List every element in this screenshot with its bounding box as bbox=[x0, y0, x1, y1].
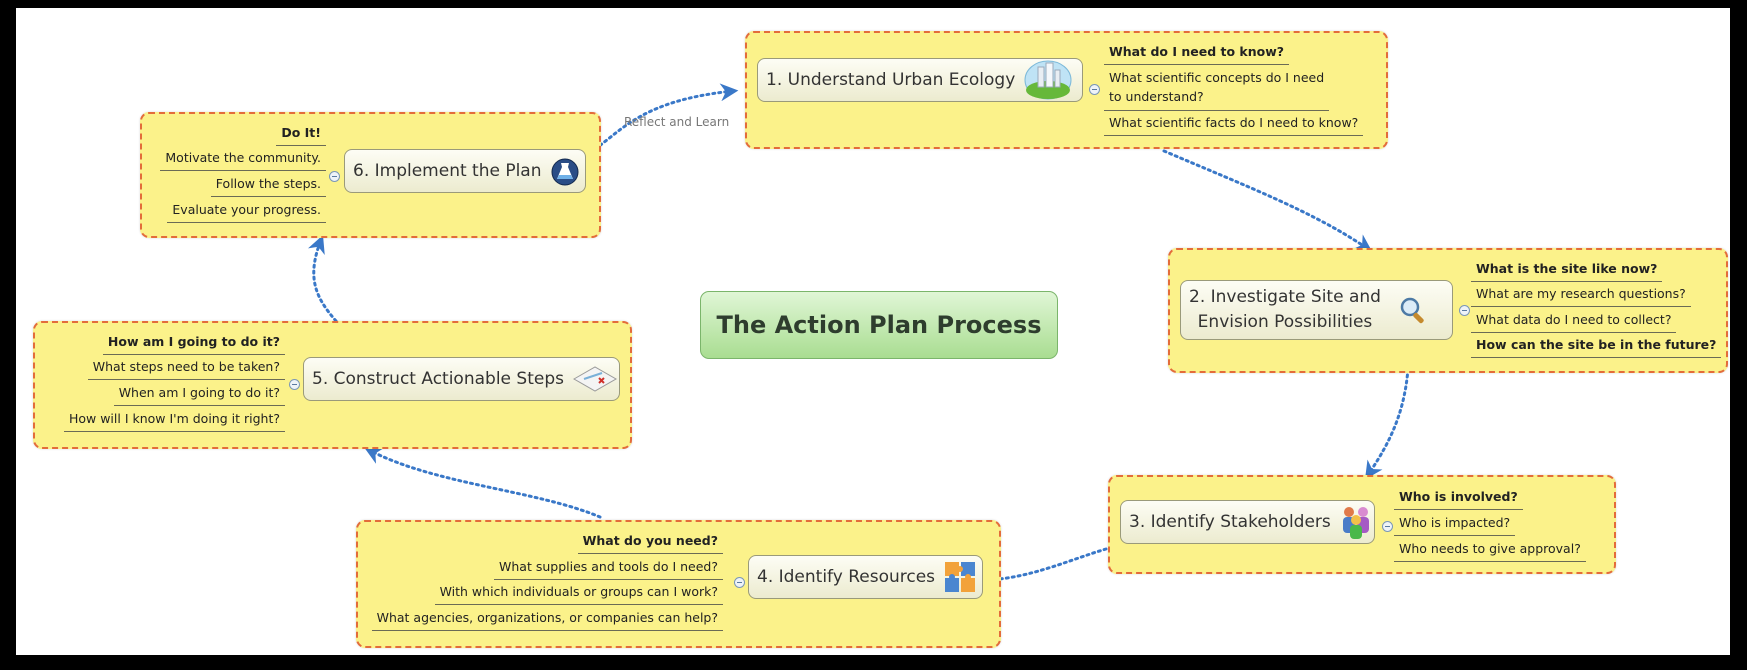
step-2-topic[interactable]: 2. Investigate Site and Envision Possibi… bbox=[1180, 280, 1453, 340]
step-6-collapse-toggle[interactable] bbox=[329, 171, 340, 182]
step-1-item-1[interactable]: What scientific concepts do I need to un… bbox=[1104, 68, 1330, 111]
step-6-item-2[interactable]: Follow the steps. bbox=[210, 176, 326, 197]
step-2-label-line-2: Envision Possibilities bbox=[1197, 312, 1373, 332]
arrow-step2-to-step3 bbox=[1365, 367, 1410, 480]
step-2-item-1[interactable]: What are my research questions? bbox=[1471, 286, 1691, 307]
step-6-box: 6. Implement the Plan Do It! Motivate th… bbox=[140, 112, 601, 238]
step-6-topic[interactable]: 6. Implement the Plan bbox=[344, 149, 586, 193]
step-3-item-1[interactable]: Who is impacted? bbox=[1394, 515, 1516, 536]
step-1-label: 1. Understand Urban Ecology bbox=[766, 70, 1016, 90]
step-1-item-1-line-1: What scientific concepts do I need bbox=[1109, 70, 1325, 85]
step-4-collapse-toggle[interactable] bbox=[734, 577, 745, 588]
step-2-heading[interactable]: What is the site like now? bbox=[1471, 261, 1663, 282]
reflect-and-learn-label: Reflect and Learn bbox=[624, 115, 730, 129]
step-5-box: 5. Construct Actionable Steps How am I g… bbox=[33, 321, 632, 449]
step-5-topic[interactable]: 5. Construct Actionable Steps bbox=[303, 357, 620, 401]
step-3-label: 3. Identify Stakeholders bbox=[1129, 512, 1331, 532]
step-3-heading[interactable]: Who is involved? bbox=[1394, 489, 1523, 510]
arrow-step1-to-step2 bbox=[1162, 149, 1373, 253]
step-2-item-3[interactable]: How can the site be in the future? bbox=[1471, 337, 1722, 358]
step-4-box: 4. Identify Resources What do you need? … bbox=[356, 520, 1001, 648]
arrow-step5-to-step6 bbox=[308, 234, 338, 323]
step-2-box: 2. Investigate Site and Envision Possibi… bbox=[1168, 248, 1728, 373]
step-3-topic[interactable]: 3. Identify Stakeholders bbox=[1120, 500, 1375, 544]
step-6-label: 6. Implement the Plan bbox=[353, 161, 542, 181]
magnifier-icon bbox=[1400, 297, 1424, 324]
step-4-item-1[interactable]: What supplies and tools do I need? bbox=[494, 559, 723, 580]
step-3-collapse-toggle[interactable] bbox=[1382, 521, 1393, 532]
step-2-label: 2. Investigate Site and Envision Possibi… bbox=[1189, 285, 1381, 335]
step-6-heading[interactable]: Do It! bbox=[276, 125, 326, 146]
step-5-item-1[interactable]: What steps need to be taken? bbox=[87, 359, 285, 380]
step-6-item-3[interactable]: Evaluate your progress. bbox=[167, 202, 326, 223]
mindmap-canvas: Reflect and Learn The Action Plan Proces… bbox=[16, 8, 1730, 655]
central-topic-title[interactable]: The Action Plan Process bbox=[700, 291, 1058, 359]
step-2-item-2[interactable]: What data do I need to collect? bbox=[1471, 312, 1677, 333]
step-6-item-1[interactable]: Motivate the community. bbox=[160, 150, 326, 171]
step-1-heading[interactable]: What do I need to know? bbox=[1104, 44, 1290, 65]
step-1-item-2[interactable]: What scientific facts do I need to know? bbox=[1104, 115, 1364, 136]
step-1-collapse-toggle[interactable] bbox=[1089, 84, 1100, 95]
step-1-item-1-line-2: to understand? bbox=[1109, 89, 1204, 104]
step-4-item-3[interactable]: What agencies, organizations, or compani… bbox=[371, 610, 723, 631]
step-1-topic[interactable]: 1. Understand Urban Ecology bbox=[757, 58, 1083, 102]
step-2-label-line-1: 2. Investigate Site and bbox=[1189, 287, 1381, 307]
step-2-collapse-toggle[interactable] bbox=[1459, 305, 1470, 316]
step-4-label: 4. Identify Resources bbox=[757, 567, 936, 587]
step-5-collapse-toggle[interactable] bbox=[289, 379, 300, 390]
city-globe-icon bbox=[1024, 60, 1072, 100]
step-1-box: 1. Understand Urban Ecology What do I ne… bbox=[745, 31, 1388, 149]
puzzle-icon bbox=[945, 562, 976, 592]
flask-icon bbox=[551, 158, 579, 186]
step-5-item-3[interactable]: How will I know I'm doing it right? bbox=[63, 411, 285, 432]
step-5-heading[interactable]: How am I going to do it? bbox=[102, 334, 285, 355]
map-icon bbox=[572, 366, 617, 392]
step-4-item-2[interactable]: With which individuals or groups can I w… bbox=[434, 584, 723, 605]
step-4-topic[interactable]: 4. Identify Resources bbox=[748, 555, 983, 599]
arrow-step4-to-step5 bbox=[364, 447, 602, 519]
step-3-box: 3. Identify Stakeholders Who is involved… bbox=[1108, 475, 1616, 574]
step-5-item-2[interactable]: When am I going to do it? bbox=[113, 385, 285, 406]
step-4-heading[interactable]: What do you need? bbox=[577, 533, 723, 554]
people-icon bbox=[1342, 507, 1369, 539]
step-5-label: 5. Construct Actionable Steps bbox=[312, 369, 564, 389]
step-3-item-2[interactable]: Who needs to give approval? bbox=[1394, 541, 1586, 562]
